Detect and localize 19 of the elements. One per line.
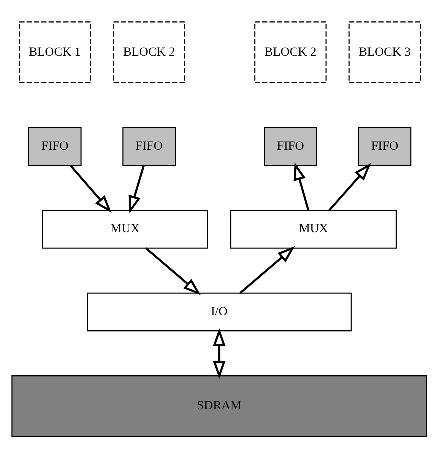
- node-box: SDRAM: [12, 375, 428, 437]
- arrow: [240, 246, 296, 294]
- node-box: BLOCK 2: [254, 21, 327, 83]
- arrow: [213, 328, 226, 379]
- node-box: BLOCK 1: [19, 21, 92, 83]
- node-box: FIFO: [122, 126, 176, 166]
- node-box: MUX: [42, 210, 208, 248]
- node-box: BLOCK 2: [113, 21, 186, 83]
- node-box: I/O: [87, 292, 352, 332]
- node-box: FIFO: [28, 126, 82, 166]
- node-box: FIFO: [264, 126, 318, 166]
- node-box: FIFO: [358, 126, 412, 166]
- node-box: BLOCK 3: [348, 21, 422, 83]
- arrow: [128, 164, 146, 214]
- arrow: [294, 162, 310, 210]
- arrow: [328, 162, 372, 211]
- arrow: [70, 164, 112, 212]
- arrow: [146, 247, 202, 295]
- node-box: MUX: [230, 210, 397, 248]
